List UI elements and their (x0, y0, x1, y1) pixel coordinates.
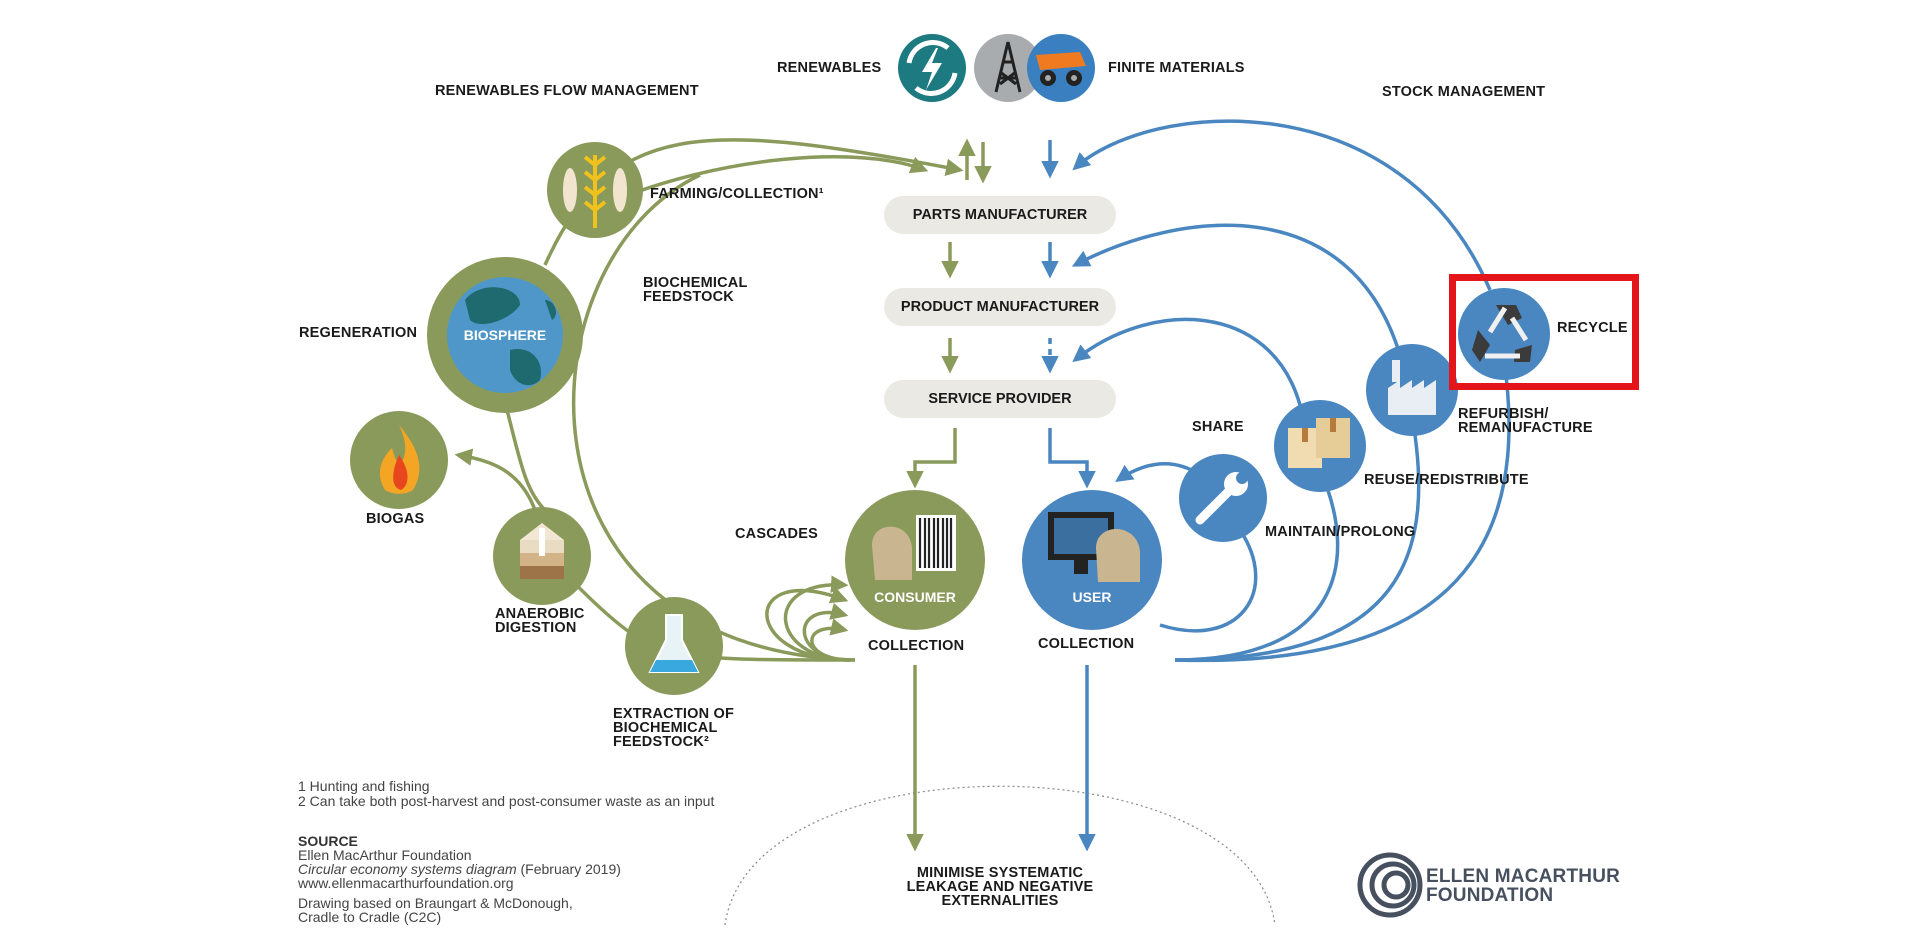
wrench-icon (1179, 454, 1267, 542)
regeneration-label: REGENERATION (299, 325, 418, 341)
anaerobic-digestion-label-2: DIGESTION (495, 620, 577, 636)
biosphere-label: BIOSPHERE (463, 327, 547, 343)
biochemical-feedstock-label-1: BIOCHEMICAL (643, 275, 748, 291)
farming-collection-label: FARMING/COLLECTION¹ (650, 186, 824, 202)
refurbish-label-1: REFURBISH/ (1458, 406, 1549, 422)
biochemical-feedstock-label-2: FEEDSTOCK (643, 289, 734, 305)
extraction-label-2: BIOCHEMICAL (613, 720, 718, 736)
service-provider-box: SERVICE PROVIDER (884, 380, 1116, 418)
blue-flows (1041, 119, 1511, 852)
computer-user-icon (1022, 490, 1162, 630)
biogas-label: BIOGAS (366, 511, 425, 527)
oil-derrick-icon (974, 34, 1042, 102)
maintain-prolong-label: MAINTAIN/PROLONG (1265, 524, 1416, 540)
finite-materials-label: FINITE MATERIALS (1108, 60, 1245, 76)
green-flows (454, 138, 992, 852)
drawing-credit-2: Cradle to Cradle (C2C) (298, 909, 442, 925)
logo-text-1: ELLEN MACARTHUR (1426, 866, 1621, 887)
recycle-icon (1458, 288, 1550, 380)
cascades-label: CASCADES (735, 526, 818, 542)
user-label: USER (1072, 589, 1112, 605)
consumer-collection-label: COLLECTION (868, 638, 965, 654)
source-title: Circular economy systems diagram (298, 861, 517, 877)
footnote-1: 1 Hunting and fishing (298, 778, 430, 794)
renewable-energy-icon (898, 34, 966, 102)
source-url[interactable]: www.ellenmacarthurfoundation.org (298, 875, 514, 891)
drawing-credit-1: Drawing based on Braungart & McDonough, (298, 895, 573, 911)
soil-layers-icon (493, 507, 591, 605)
logo-rings-icon (1357, 852, 1423, 918)
source-org: Ellen MacArthur Foundation (298, 847, 472, 863)
recycle-highlight-box (1449, 274, 1639, 390)
recycle-label: RECYCLE (1557, 320, 1628, 336)
flame-icon (350, 411, 448, 509)
source-date: (February 2019) (516, 861, 621, 877)
flask-icon (625, 597, 723, 695)
barcode-consumer-icon (845, 490, 985, 630)
user-collection-label: COLLECTION (1038, 636, 1135, 652)
consumer-label: CONSUMER (874, 589, 956, 605)
logo-text-2: FOUNDATION (1426, 885, 1554, 906)
renewables-label: RENEWABLES (777, 60, 882, 76)
extraction-label-1: EXTRACTION OF (613, 706, 735, 722)
boxes-icon (1274, 400, 1366, 492)
product-manufacturer-box: PRODUCT MANUFACTURER (884, 288, 1116, 326)
leakage-label-3: EXTERNALITIES (941, 893, 1059, 909)
reuse-redistribute-label: REUSE/REDISTRIBUTE (1364, 472, 1529, 488)
parts-manufacturer-box: PARTS MANUFACTURER (884, 196, 1116, 234)
renewables-flow-management-heading: RENEWABLES FLOW MANAGEMENT (435, 83, 699, 99)
extraction-label-3: FEEDSTOCK² (613, 734, 709, 750)
leakage-label-2: LEAKAGE AND NEGATIVE (906, 879, 1094, 895)
globe-icon (427, 257, 583, 413)
source-title-line: Circular economy systems diagram (Februa… (298, 862, 621, 877)
factory-icon (1366, 344, 1458, 436)
share-label: SHARE (1192, 419, 1244, 435)
anaerobic-digestion-label-1: ANAEROBIC (495, 606, 585, 622)
mining-truck-icon (1027, 34, 1095, 102)
fish-wheat-icon (547, 142, 643, 238)
footnote-2: 2 Can take both post-harvest and post-co… (298, 793, 715, 809)
leakage-label-1: MINIMISE SYSTEMATIC (916, 865, 1084, 881)
source-heading: SOURCE (298, 833, 358, 849)
refurbish-label-2: REMANUFACTURE (1458, 420, 1593, 436)
stock-management-heading: STOCK MANAGEMENT (1382, 84, 1546, 100)
